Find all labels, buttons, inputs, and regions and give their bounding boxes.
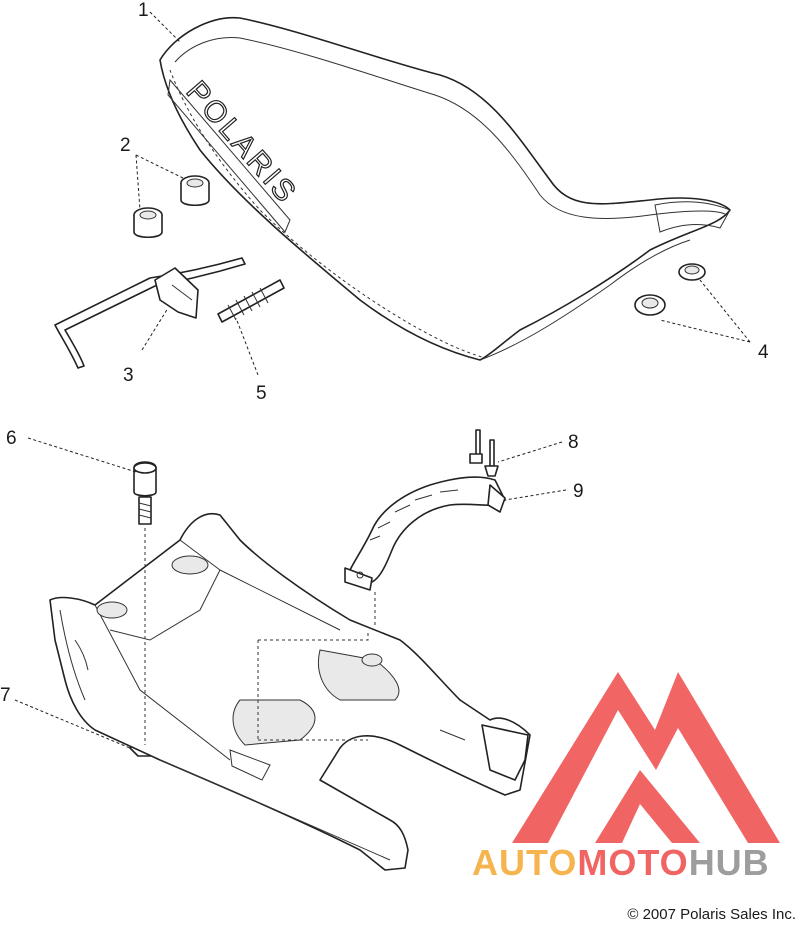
- copyright-notice: © 2007 Polaris Sales Inc.: [627, 906, 796, 923]
- callout-5: 5: [256, 383, 267, 404]
- leader-lines: [14, 11, 751, 749]
- callout-3: 3: [123, 365, 134, 386]
- logo-wordmark: AUTOMOTOHUB: [472, 842, 770, 883]
- callout-2: 2: [120, 135, 131, 156]
- spring-part: [217, 279, 285, 323]
- callout-4: 4: [758, 342, 769, 363]
- bumper-pair-upper: [133, 175, 210, 239]
- seat-part: POLARIS: [159, 16, 731, 361]
- callout-8: 8: [568, 432, 579, 453]
- logo-triangle-mark: [512, 672, 780, 843]
- callout-9: 9: [573, 481, 584, 502]
- stop-bumper-part: [133, 461, 157, 525]
- logo-word-moto: MOTO: [577, 842, 688, 883]
- callout-1: 1: [138, 0, 149, 21]
- grommet-pair: [634, 263, 706, 316]
- callout-labels: 1 2 3 4 5 6 7 8 9: [0, 0, 769, 706]
- frame-part: [49, 513, 531, 871]
- logo-word-auto: AUTO: [472, 842, 577, 883]
- bolt-pair: [469, 429, 499, 477]
- logo-inner-g-mark: [595, 770, 700, 843]
- bracket-part: [344, 476, 506, 591]
- logo-word-hub: HUB: [689, 842, 770, 883]
- callout-7: 7: [0, 685, 11, 706]
- callout-6: 6: [6, 428, 17, 449]
- seat-latch-part: [54, 257, 246, 369]
- automotohub-logo: AUTOMOTOHUB: [472, 672, 780, 883]
